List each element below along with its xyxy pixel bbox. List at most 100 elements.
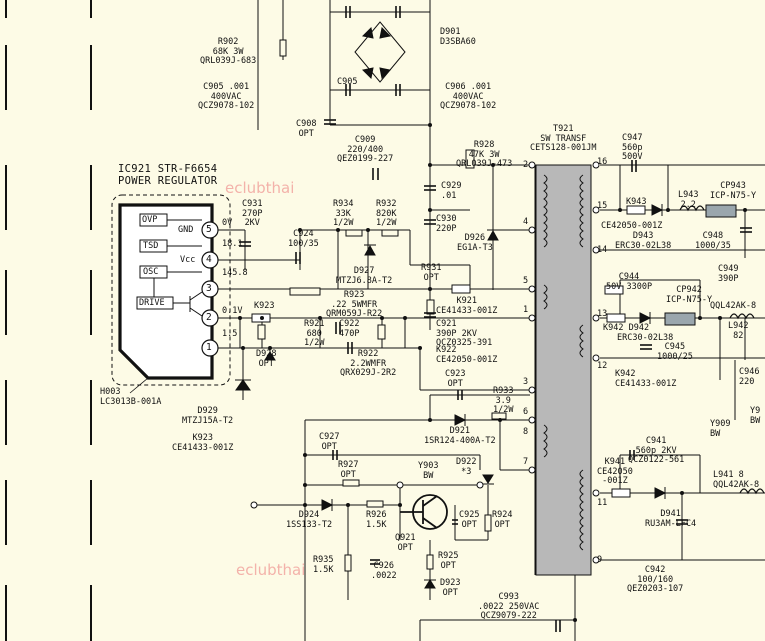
- label-d923: D923 OPT: [440, 578, 461, 598]
- terminal-2: 2: [523, 160, 529, 170]
- label-r935: R935 1.5K: [313, 555, 334, 575]
- terminal-7: 7: [523, 457, 529, 467]
- label-c906: C906 .001 400VAC QCZ9078-102: [440, 82, 497, 111]
- label-r924: R924 OPT: [492, 510, 513, 530]
- label-l943: L943 2.2: [678, 190, 699, 210]
- label-d927: D927 MTZJ6.8A-T2: [336, 266, 393, 286]
- junction-dots: [238, 123, 747, 622]
- label-c905-body: C905: [337, 77, 358, 87]
- ic-pin-4: 4: [206, 254, 212, 265]
- diodes: [235, 26, 667, 589]
- label-r902: R902 68K 3W QRL039J-683: [200, 37, 257, 66]
- ic921-package: [111, 194, 231, 386]
- label-c926: C926 .0022: [371, 561, 397, 581]
- label-c921: C921 390P 2KV QCZ0325-391: [436, 319, 493, 348]
- label-c929: C929 .01: [441, 181, 462, 201]
- t921-windings: [543, 174, 584, 551]
- label-q921: Q921 OPT: [395, 533, 416, 553]
- label-k942: K942 CE41433-001Z: [615, 369, 677, 389]
- label-r934: R934 33K 1/2W: [333, 199, 354, 228]
- label-erc30: ERC30-02L38: [617, 333, 674, 343]
- label-qql42ak: QQL42AK-8: [710, 301, 757, 311]
- terminal-1: 1: [523, 305, 529, 315]
- terminal-9: 9: [597, 555, 603, 565]
- label-c909: C909 220/400 QEZ0199-227: [337, 135, 394, 164]
- label-y909: Y909 BW: [710, 419, 731, 439]
- label-k921: K921 CE41433-001Z: [436, 296, 498, 316]
- label-d901: D901 D3SBA60: [440, 27, 476, 47]
- label-k941: K941 CE42050 -001Z: [597, 457, 633, 486]
- label-c942: C942 100/160 QEZ0203-107: [627, 565, 684, 594]
- terminal-15: 15: [597, 201, 608, 211]
- t921-transformer-core: [535, 164, 592, 576]
- label-r922: R922 2.2WMFR QRX029J-2R2: [340, 349, 397, 378]
- terminal-12: 12: [597, 361, 608, 371]
- label-d926: D926 EG1A-T3: [457, 233, 493, 253]
- label-r923: R923 .22 5WMFR QRM059J-R22: [326, 290, 383, 319]
- terminal-16: 16: [597, 157, 608, 167]
- pin2-voltage: 0.1V: [222, 306, 243, 316]
- label-r928: R928 47K 3W QRL039J-473: [456, 140, 513, 169]
- label-k923-part: K923 CE41433-001Z: [172, 433, 234, 453]
- label-c945: C945 1000/25: [657, 342, 693, 362]
- ic-block-osc: OSC: [143, 267, 159, 277]
- label-r925: R925 OPT: [438, 551, 459, 571]
- label-c924: C924 100/35: [288, 229, 319, 249]
- terminal-14: 14: [597, 245, 608, 255]
- label-l942: L942 82: [728, 321, 749, 341]
- pin4-voltage: 18.1: [222, 239, 243, 249]
- terminal-13: 13: [597, 309, 608, 319]
- ic-block-tsd: TSD: [143, 241, 159, 251]
- inductors: [679, 205, 765, 495]
- q921-transistor: [400, 494, 448, 530]
- heatsink-leader: [129, 377, 149, 394]
- terminal-8: 8: [523, 427, 529, 437]
- ic-pin-3: 3: [206, 283, 212, 294]
- sheet-border-marks: [5, 0, 92, 641]
- icp-fuses: [664, 204, 737, 326]
- label-k922: K922 CE42050-001Z: [436, 345, 498, 365]
- label-d921: D921 1SR124-400A-T2: [424, 426, 496, 446]
- ic-block-drive: DRIVE: [139, 298, 165, 308]
- label-c927: C927 OPT: [319, 432, 340, 452]
- label-k923: K923: [254, 301, 275, 311]
- capacitors: [239, 6, 752, 632]
- transformer-terminals: [250, 161, 600, 564]
- ic921-pins: [201, 221, 219, 357]
- label-r932: R932 820K 1/2W: [376, 199, 397, 228]
- label-c993: C993 .0022 250VAC QCZ9079-222: [478, 592, 540, 621]
- label-d941: D941 RU3AM-LFC4: [645, 509, 697, 529]
- label-y9: Y9 BW: [750, 406, 761, 426]
- ic-block-ovp: OVP: [142, 215, 158, 225]
- ic-title: IC921 STR-F6654: [118, 163, 218, 175]
- ic-pin-2: 2: [206, 312, 212, 323]
- label-y903: Y903 BW: [418, 461, 439, 481]
- label-ce42050: CE42050-001Z: [601, 221, 663, 231]
- pin1-voltage: 1.5: [222, 329, 238, 339]
- heatsink-label: H003 LC3013B-001A: [100, 387, 162, 407]
- label-c923: C923 OPT: [445, 369, 466, 389]
- ic-subtitle: POWER REGULATOR: [118, 175, 218, 187]
- label-l941: L941 8 QQL42AK-8: [713, 470, 760, 490]
- label-k942-d942: K942 D942: [603, 323, 650, 333]
- label-r926: R926 1.5K: [366, 510, 387, 530]
- label-r931: R931 OPT: [421, 263, 442, 283]
- label-d924: D924 1SS133-T2: [286, 510, 333, 530]
- pin5-voltage: 0V: [222, 218, 233, 228]
- wiring: [218, 0, 765, 641]
- terminal-11: 11: [597, 498, 608, 508]
- pin3-voltage: 145.8: [222, 268, 248, 278]
- label-d943: D943 ERC30-02L38: [615, 231, 672, 251]
- label-c930: C930 220P: [436, 214, 457, 234]
- label-c948: C948 1000/35: [695, 231, 731, 251]
- ic-pin-1: 1: [206, 342, 212, 353]
- terminal-5: 5: [523, 276, 529, 286]
- label-cp942: CP942 ICP-N75-Y: [666, 285, 713, 305]
- terminal-4: 4: [523, 217, 529, 227]
- label-c925: C925 OPT: [459, 510, 480, 530]
- label-d928: D928 OPT: [256, 349, 277, 369]
- label-c947: C947 560p 500V: [622, 133, 643, 162]
- label-c944: C944 50V 3300P: [606, 272, 653, 292]
- terminal-6: 6: [523, 407, 529, 417]
- label-r921: R921 680 1/2W: [304, 319, 325, 348]
